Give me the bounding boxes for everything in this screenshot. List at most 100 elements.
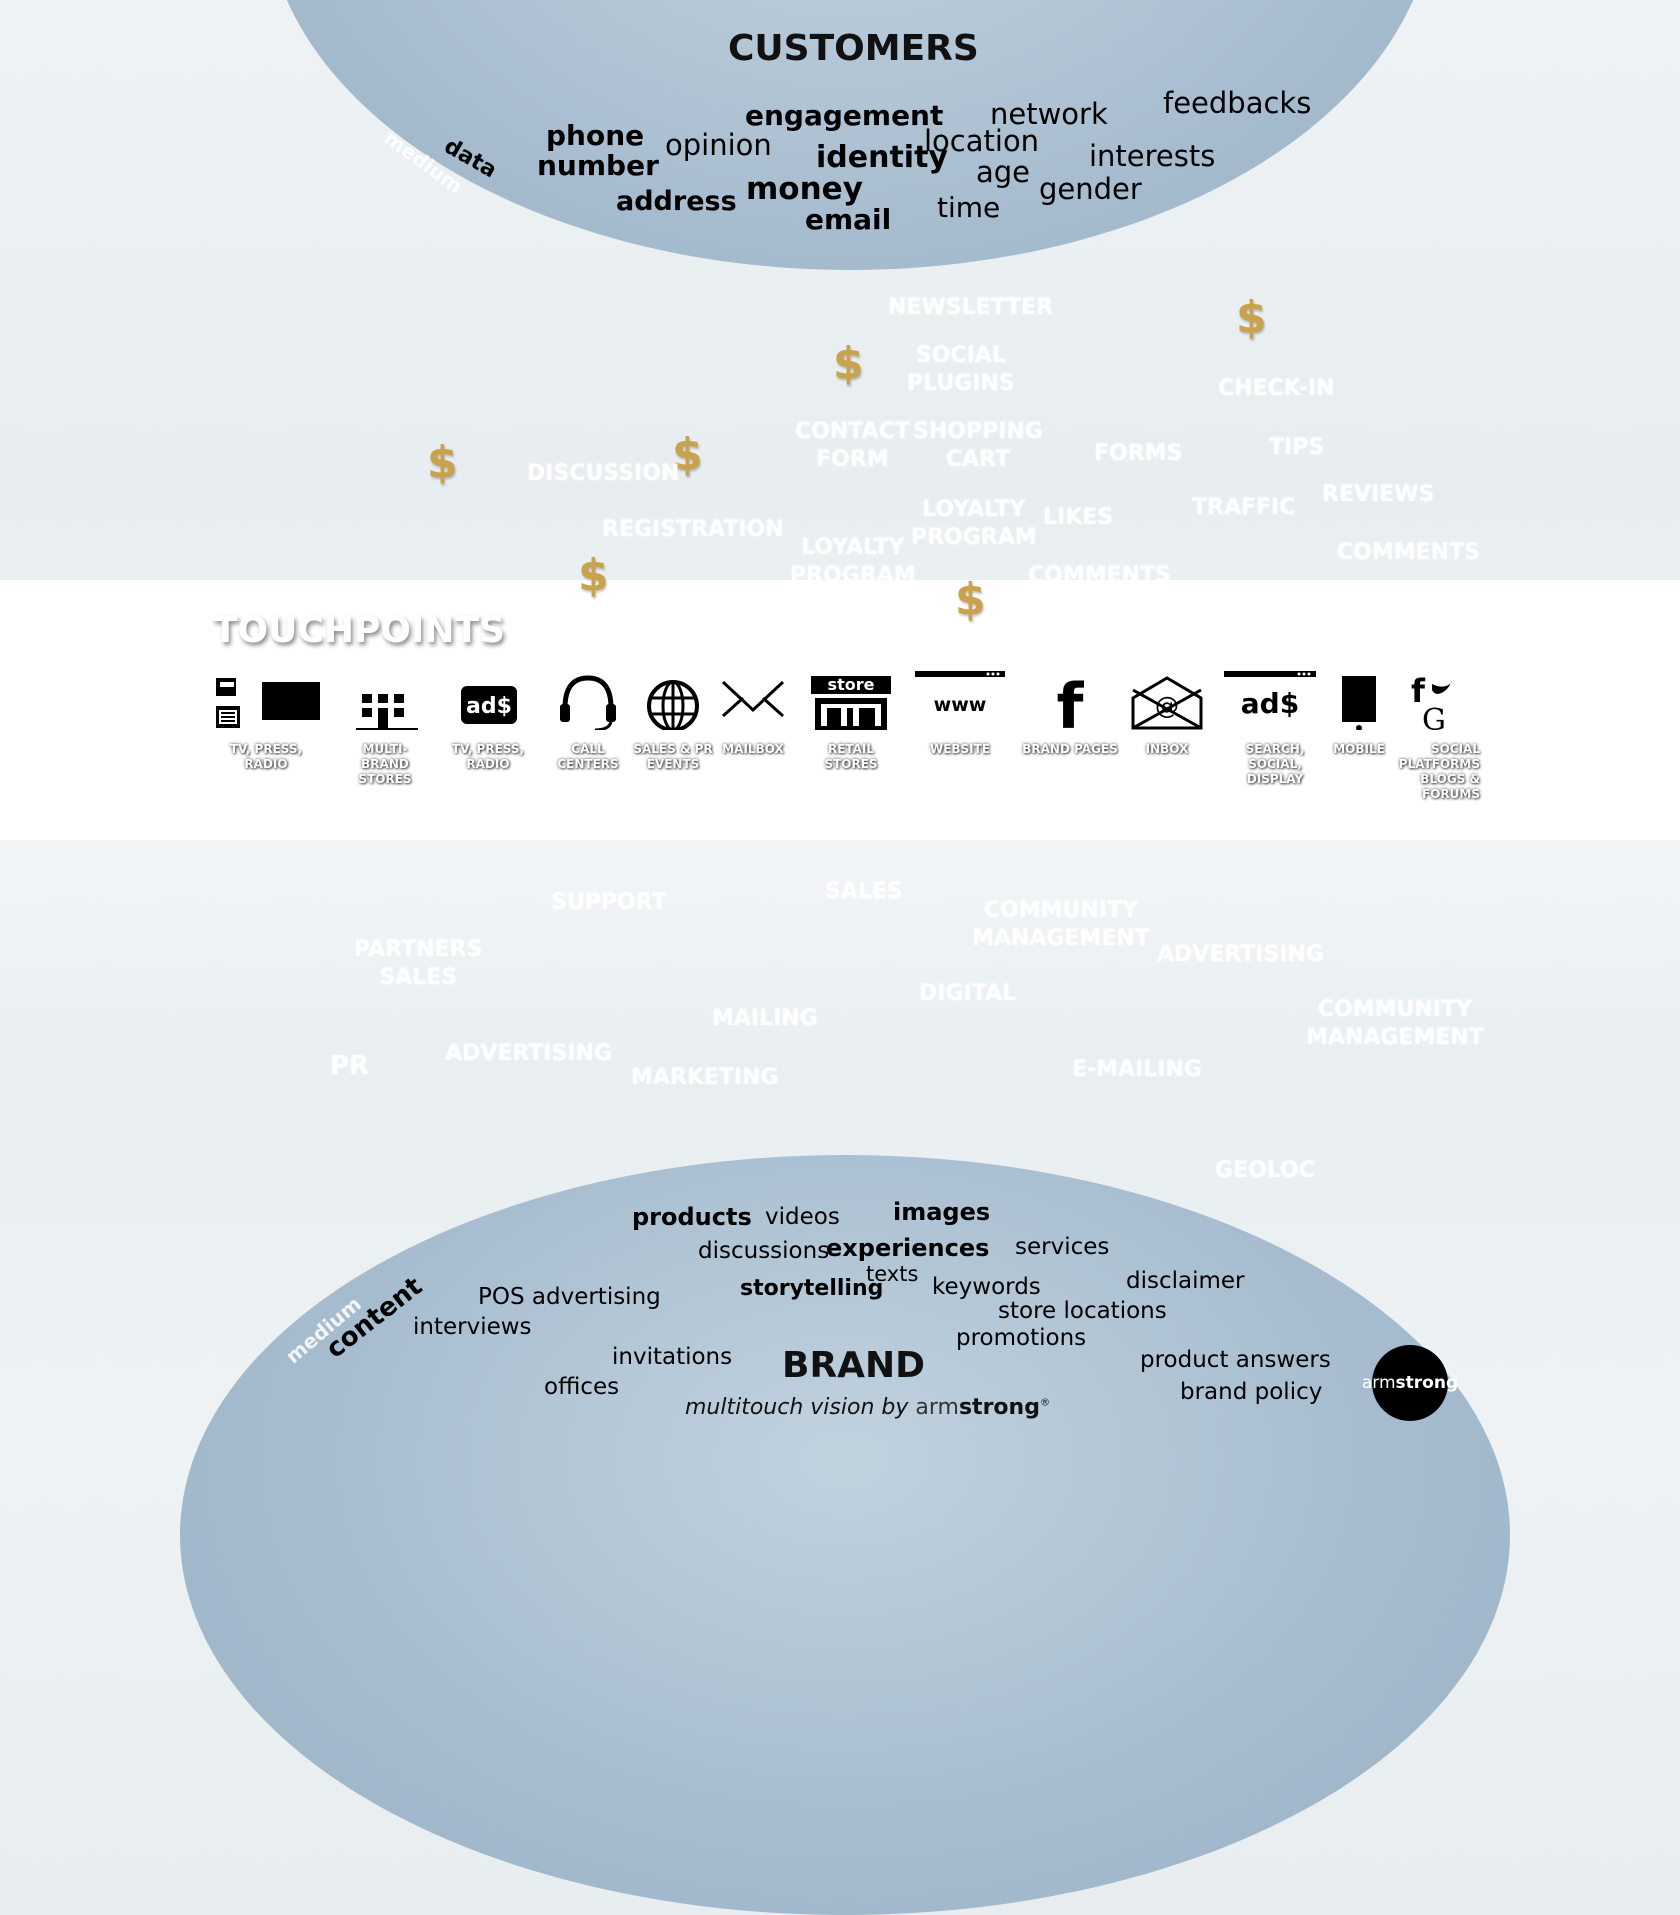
word-identity: identity [816,140,948,175]
word-address: address [616,186,737,217]
headset-icon [560,675,616,732]
ghost-advertising-2: ADVERTISING [445,1041,612,1066]
ghost-support: SUPPORT [551,890,667,915]
word-discussions: discussions [698,1238,830,1264]
ghost-loyalty-program: LOYALTY PROGRAM [911,497,1037,550]
ghost-newsletter: NEWSLETTER [888,295,1054,320]
social-platforms-icon: f G [1411,672,1452,738]
ghost-comments-2: COMMENTS [1337,540,1480,565]
touchpoint-social-platforms: f G SOCIAL PLATFORMS BLOGS & FORUMS [1392,668,1480,802]
word-pos-advertising: POS advertising [478,1284,661,1310]
globe-icon [647,680,699,732]
mobile-icon [1342,676,1376,732]
ghost-e-mailing: E-MAILING [1072,1057,1202,1082]
word-network: network [990,97,1108,131]
ghost-marketing: MARKETING [631,1065,779,1090]
word-offices: offices [544,1374,620,1400]
ghost-contact-form: CONTACT FORM [795,419,910,472]
word-email: email [805,203,892,236]
touchpoint-multi-brand-stores: MULTI-BRAND STORES [340,668,430,787]
touchpoint-website: www WEBSITE [912,668,1008,757]
touchpoints-title: TOUCHPOINTS [213,610,505,651]
store-icon: store [811,675,891,730]
word-experiences: experiences [826,1234,990,1262]
word-time: time [937,191,1001,224]
word-interests: interests [1089,139,1216,173]
ghost-partners-sales: PARTNERS SALES [354,937,483,990]
ghost-shopping-cart: SHOPPING CART [913,419,1043,472]
word-services: services [1015,1234,1110,1260]
word-money: money [746,171,863,207]
word-engagement: engagement [745,99,944,132]
word-interviews: interviews [413,1314,532,1340]
svg-text:ad$: ad$ [466,694,512,719]
dollar-icon: $ [578,550,609,601]
word-gender: gender [1039,172,1142,206]
ghost-pr: PR [330,1051,370,1081]
touchpoint-call-centers: CALL CENTERS [543,668,633,772]
svg-text:ad$: ad$ [1241,687,1299,720]
word-phone: phone [546,119,645,152]
touchpoint-mailbox: MAILBOX [713,668,793,757]
word-videos: videos [765,1204,840,1230]
svg-text:www: www [934,694,987,716]
brand-dome [180,1155,1510,1915]
word-number: number [537,149,659,182]
touchpoint-retail-stores: store RETAIL STORES [803,668,899,772]
tagline-brand: armstrong® [915,1395,1050,1420]
touchpoint-sales-pr-events: SALES & PR EVENTS [633,668,713,772]
touchpoint-inbox: @ INBOX [1125,668,1209,757]
touchpoint-search-social-display: ad$ SEARCH, SOCIAL, DISPLAY [1220,668,1330,787]
ghost-social-plugins: SOCIAL PLUGINS [907,343,1015,396]
ghost-digital: DIGITAL [919,981,1017,1006]
word-promotions: promotions [956,1325,1087,1351]
dollar-icon: $ [1236,292,1267,343]
brand-title: BRAND [782,1345,926,1386]
ghost-registration: REGISTRATION [602,517,784,542]
inbox-at-icon: @ [1131,676,1203,730]
customers-title: CUSTOMERS [728,28,979,69]
word-texts: texts [866,1262,919,1286]
word-images: images [893,1198,991,1226]
word-storytelling: storytelling [740,1276,884,1301]
ads-icon: ad$ [461,686,517,724]
ghost-community-management-2: COMMUNITY MANAGEMENT [1306,997,1484,1050]
search-ads-icon: ad$ [1224,671,1316,735]
word-product-answers: product answers [1140,1347,1331,1373]
word-keywords: keywords [932,1274,1041,1300]
multi-brand-stores-icon [356,694,418,731]
ghost-sales: SALES [825,879,903,904]
svg-text:@: @ [1155,692,1179,720]
ghost-mailing: MAILING [712,1006,818,1031]
facebook-icon: f [1038,668,1102,743]
envelope-icon [721,680,785,718]
ghost-likes: LIKES [1043,505,1114,530]
dollar-icon: $ [427,437,458,488]
word-location: location [924,124,1040,158]
dollar-icon: $ [955,574,986,625]
word-disclaimer: disclaimer [1126,1268,1245,1294]
tagline: multitouch vision by armstrong® [685,1395,1050,1420]
svg-text:f: f [1411,672,1426,710]
dollar-icon: $ [833,338,864,389]
ghost-geoloc: GEOLOC [1215,1158,1315,1183]
svg-text:G: G [1422,703,1446,730]
word-store-locations: store locations [998,1298,1167,1324]
tv-press-radio-icon [216,678,320,728]
svg-text:f: f [1057,670,1085,730]
touchpoint-ads: ad$ TV, PRESS, RADIO [433,668,543,772]
touchpoint-tv-press-radio: TV, PRESS, RADIO [210,668,322,772]
word-products: products [632,1203,752,1231]
word-feedbacks: feedbacks [1163,86,1312,120]
word-age: age [976,155,1031,189]
ghost-tips: TIPS [1269,435,1325,460]
dollar-icon: $ [672,429,703,480]
ghost-discussion: DISCUSSION [527,461,680,486]
ghost-community-management: COMMUNITY MANAGEMENT [972,898,1150,951]
word-brand-policy: brand policy [1180,1379,1323,1405]
ghost-traffic: TRAFFIC [1192,495,1296,520]
word-invitations: invitations [612,1344,733,1370]
touchpoint-brand-pages: f BRAND PAGES [1022,668,1118,756]
word-opinion: opinion [665,128,772,162]
